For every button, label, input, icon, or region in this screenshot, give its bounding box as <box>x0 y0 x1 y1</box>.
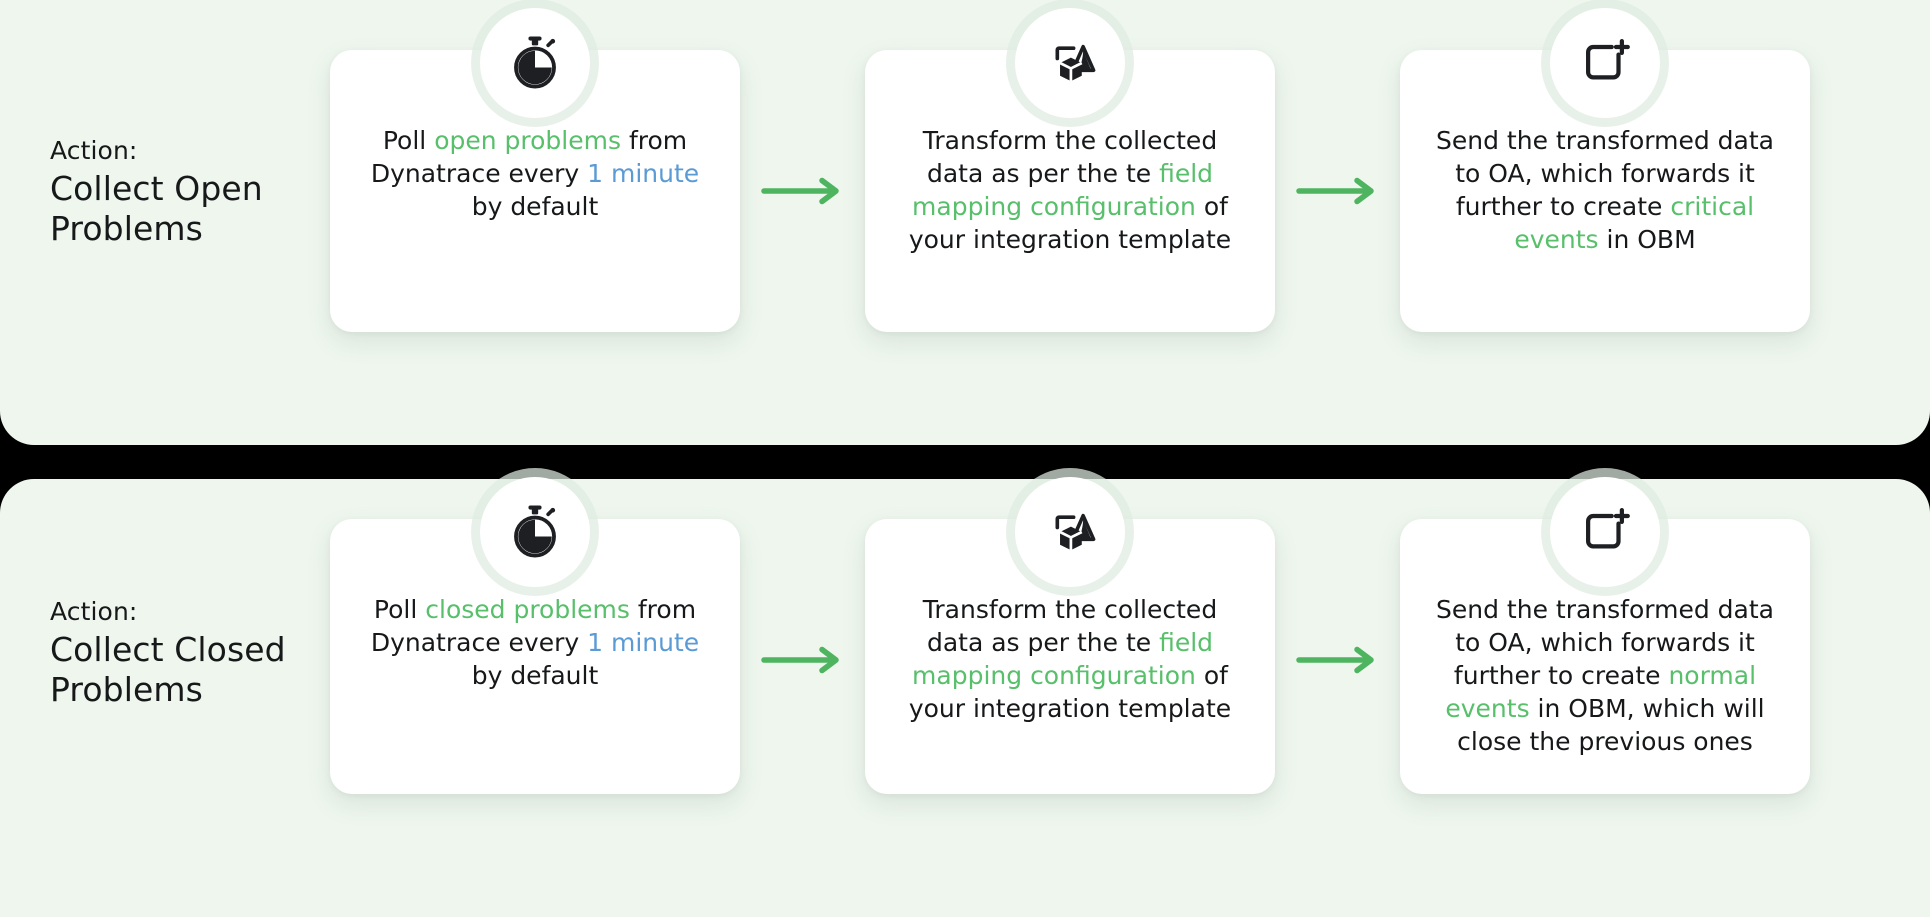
flow-row-collect-closed-problems: Action: Collect Closed Problems <box>0 477 1930 917</box>
action-label-open: Action: Collect Open Problems <box>0 0 330 249</box>
flow-step-text: Poll open problems from Dynatrace every … <box>356 124 714 223</box>
flow-step-poll: Poll closed problems from Dynatrace ever… <box>330 477 740 794</box>
flow-step-text: Send the transformed data to OA, which f… <box>1426 124 1784 256</box>
text-segment-highlight: open problems <box>434 126 621 155</box>
flow-step-send: Send the transformed data to OA, which f… <box>1400 8 1810 332</box>
arrow-right-icon <box>1275 50 1400 332</box>
arrow-right-icon <box>740 50 865 332</box>
flow-step-transform: Transform the collected data as per the … <box>865 8 1275 332</box>
flow-step-card: Transform the collected data as per the … <box>865 519 1275 794</box>
text-segment-highlight: critical events <box>1514 192 1755 254</box>
text-segment: Poll <box>373 595 426 624</box>
text-segment-highlight: closed problems <box>425 595 630 624</box>
flow-row-collect-open-problems: Action: Collect Open Problems <box>0 0 1930 445</box>
flow-step-text: Poll closed problems from Dynatrace ever… <box>356 593 714 692</box>
arrow-right-icon <box>740 519 865 801</box>
text-segment: of your integration template <box>908 661 1232 723</box>
text-segment: Poll <box>382 126 435 155</box>
add-square-icon <box>1550 477 1660 587</box>
text-segment: Transform the collected data as per the … <box>922 126 1218 188</box>
add-square-icon <box>1550 8 1660 118</box>
transform-shapes-icon <box>1015 477 1125 587</box>
flow-step-text: Send the transformed data to OA, which f… <box>1426 593 1784 758</box>
text-segment-highlight: 1 minute <box>587 159 700 188</box>
text-segment: in OBM <box>1598 225 1696 254</box>
flow-steps-closed: Poll closed problems from Dynatrace ever… <box>330 477 1930 801</box>
action-kicker: Action: <box>50 136 138 165</box>
text-segment: Send the transformed data to OA, which f… <box>1436 126 1774 221</box>
text-segment: from Dynatrace every <box>370 595 697 657</box>
text-segment-highlight: 1 minute <box>587 628 700 657</box>
flow-step-transform: Transform the collected data as per the … <box>865 477 1275 794</box>
text-segment-highlight: field mapping configuration <box>912 628 1214 690</box>
text-segment: Transform the collected data as per the … <box>922 595 1218 657</box>
transform-shapes-icon <box>1015 8 1125 118</box>
stopwatch-icon <box>480 477 590 587</box>
text-segment-highlight: normal events <box>1445 661 1757 723</box>
text-segment-highlight: field mapping configuration <box>912 159 1214 221</box>
flow-step-text: Transform the collected data as per the … <box>891 593 1249 725</box>
text-segment: in OBM, which will close the previous on… <box>1457 694 1765 756</box>
action-kicker: Action: <box>50 597 138 626</box>
flow-step-send: Send the transformed data to OA, which f… <box>1400 477 1810 794</box>
flow-steps-open: Poll open problems from Dynatrace every … <box>330 0 1930 332</box>
text-segment: from Dynatrace every <box>370 126 688 188</box>
text-segment: Send the transformed data to OA, which f… <box>1436 595 1774 690</box>
text-segment: by default <box>471 661 599 690</box>
action-title: Collect Open Problems <box>50 168 263 248</box>
text-segment: of your integration template <box>908 192 1232 254</box>
flow-step-text: Transform the collected data as per the … <box>891 124 1249 256</box>
text-segment: by default <box>471 192 599 221</box>
action-title: Collect Closed Problems <box>50 629 286 709</box>
arrow-right-icon <box>1275 519 1400 801</box>
action-label-closed: Action: Collect Closed Problems <box>0 479 330 710</box>
stopwatch-icon <box>480 8 590 118</box>
flow-step-poll: Poll open problems from Dynatrace every … <box>330 8 740 332</box>
